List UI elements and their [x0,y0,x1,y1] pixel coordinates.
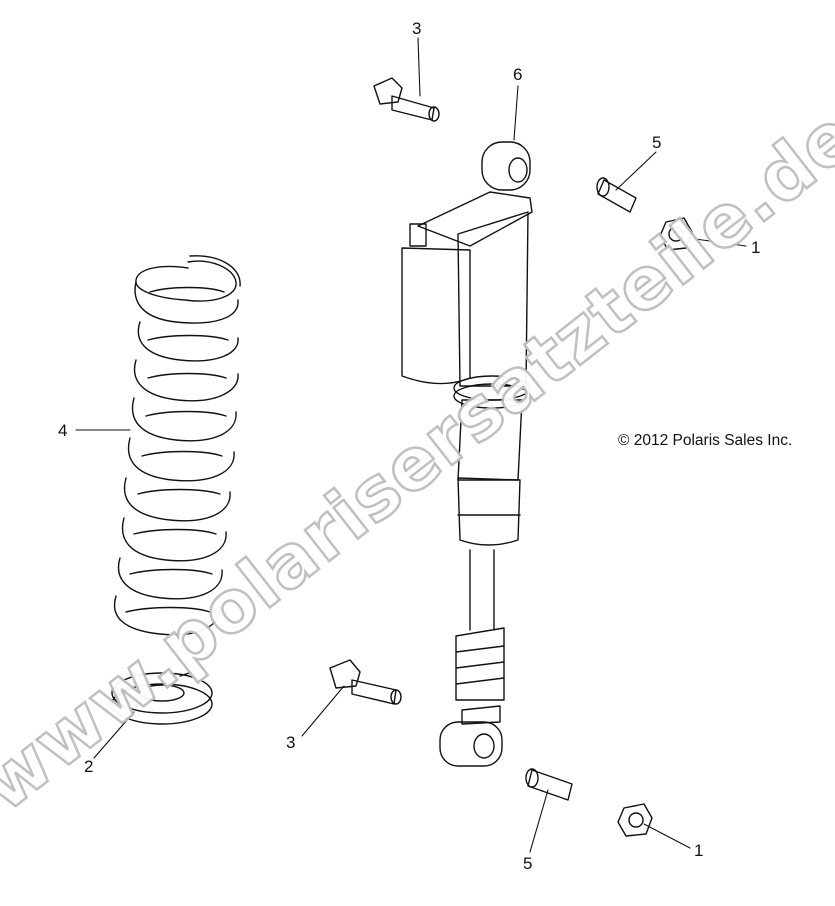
bushing-top [596,177,637,213]
bushing-bottom [525,768,573,801]
callout-5-bottom: 5 [523,854,533,873]
callout-2: 2 [84,757,94,776]
copyright-notice: © 2012 Polaris Sales Inc. [618,432,793,449]
callout-1-bottom: 1 [694,841,704,860]
callout-3-bottom: 3 [286,733,296,752]
callout-4: 4 [58,421,68,440]
spring-seat [111,671,213,725]
bolt-top [373,77,440,122]
nut-top [659,217,693,251]
leader-lines [75,37,747,853]
callout-5-top: 5 [652,133,662,152]
callout-3-top: 3 [412,19,422,38]
coil-spring [113,255,241,636]
callout-6: 6 [513,65,523,84]
shock-absorber [401,141,533,767]
nut-bottom [617,803,653,837]
bolt-bottom [329,659,402,705]
callout-1-top: 1 [751,238,761,257]
